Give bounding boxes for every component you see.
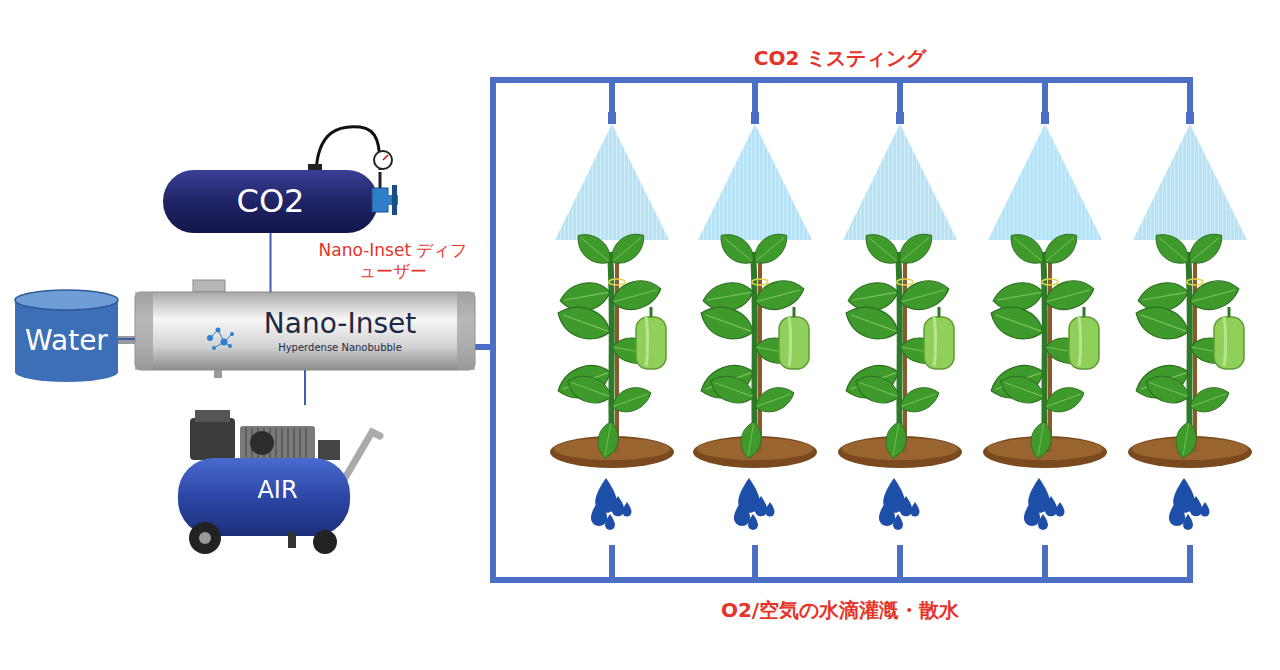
node-title: Water (25, 326, 108, 357)
diffuser: Nano-InsetHyperdense Nanobubble (135, 292, 475, 370)
nanobubble-diffuser (135, 280, 475, 378)
node-title: AIR (257, 477, 297, 503)
node-title: CO2 (237, 184, 305, 219)
node-subtitle: Hyperdense Nanobubble (278, 342, 402, 353)
diffuser-label: Nano-Inset ディフューザー (318, 240, 468, 283)
water-tank (15, 290, 135, 382)
section-label: O2/空気の水滴灌漑・散水 (560, 598, 1120, 623)
co2-tank (163, 127, 398, 233)
water-tank: Water (15, 308, 118, 374)
pepper-plant (550, 227, 1252, 468)
pipe-connector (270, 233, 272, 292)
pipe-network (475, 80, 1193, 580)
pipe-connector (118, 338, 135, 340)
section-label: CO2 ミスティング (620, 46, 1060, 71)
air-compressor (178, 410, 380, 554)
node-title: Nano-Inset (264, 309, 416, 340)
water-drops (591, 478, 1210, 530)
mist-spray (555, 112, 1247, 240)
gas-tank: CO2 (163, 170, 378, 233)
pipe-connector (304, 370, 306, 405)
compressor: AIR (170, 405, 385, 555)
